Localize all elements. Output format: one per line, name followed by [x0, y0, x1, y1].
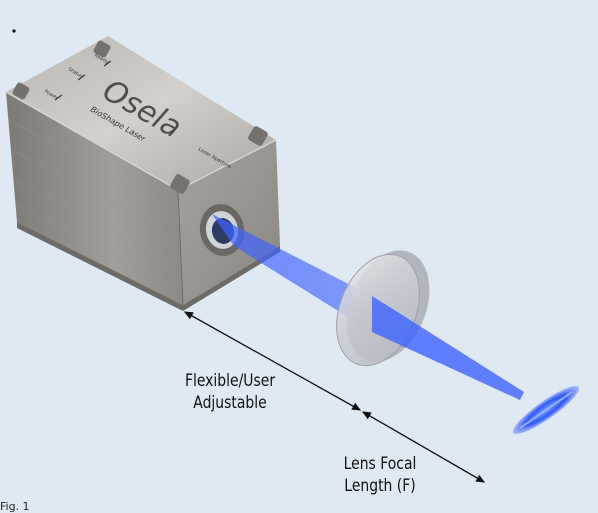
housing-top-face [6, 36, 276, 190]
label-flexible-line2: Adjustable [193, 393, 267, 413]
label-flexible-distance: Flexible/User Adjustable [164, 370, 295, 414]
housing-left-face [6, 92, 183, 305]
label-flexible-line1: Flexible/User [184, 371, 276, 391]
housing-base [17, 222, 280, 311]
dimension-arrow-flexible [183, 311, 362, 411]
laser-beam-focused [372, 296, 524, 400]
label-lens-line1: Lens Focal [343, 454, 417, 474]
label-lens-line2: Length (F) [344, 476, 416, 496]
stray-dot [12, 29, 16, 33]
dimension-arrow-focal-length [361, 411, 486, 483]
figure-caption: Fig. 1 [0, 500, 30, 513]
label-lens-focal-length: Lens Focal Length (F) [331, 453, 429, 497]
laser-housing: Osela BioShape Laser Laser Aperture Powe… [5, 36, 280, 311]
laser-beam-collimated [212, 214, 372, 332]
focal-spot [512, 385, 580, 435]
